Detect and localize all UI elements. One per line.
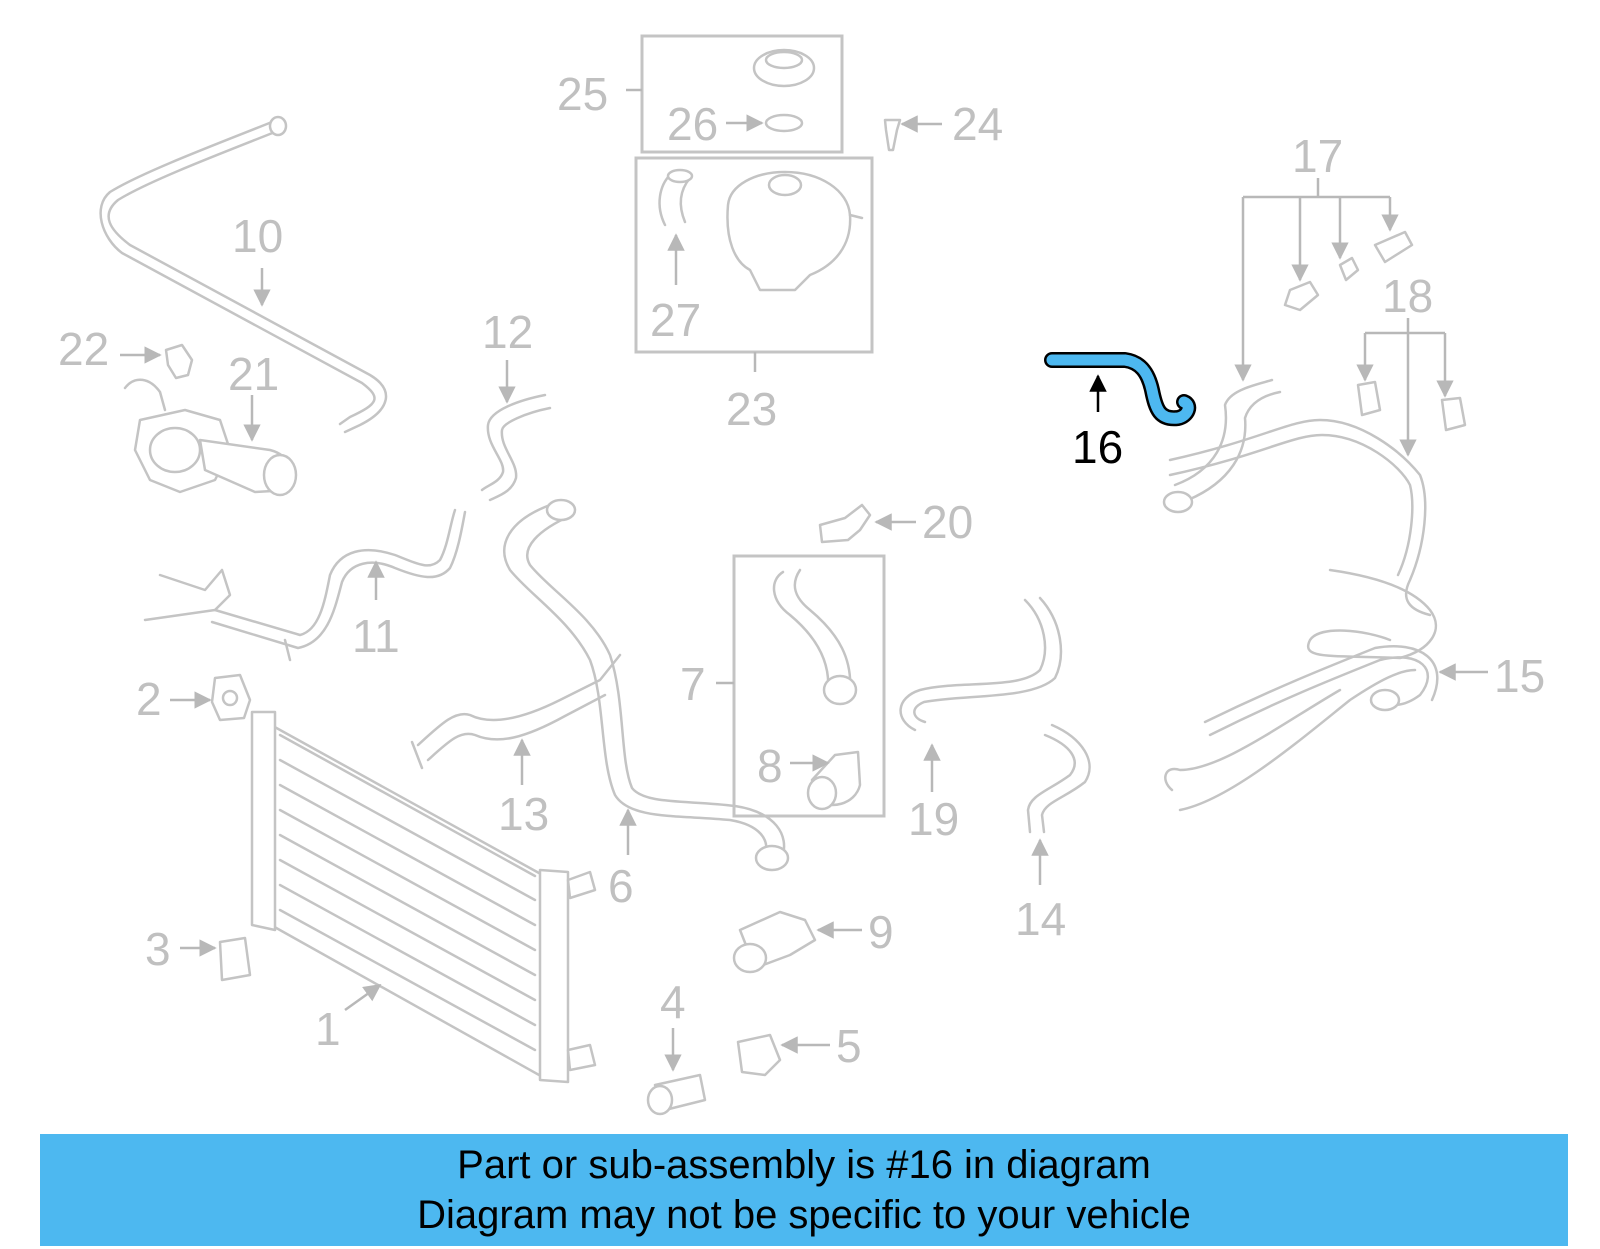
callout-17: 17 (1292, 130, 1343, 182)
callout-13: 13 (498, 788, 549, 840)
callout-11: 11 (352, 610, 400, 662)
callout-14: 14 (1015, 893, 1066, 945)
part-11-pipe[interactable] (143, 508, 467, 662)
box-25 (640, 34, 844, 154)
part-8-elbow[interactable] (806, 750, 862, 811)
part-22-cap[interactable] (164, 343, 194, 380)
part-7-hose[interactable] (772, 568, 858, 706)
part-4-sensor[interactable] (646, 1073, 707, 1116)
part-13-pipe[interactable] (410, 653, 622, 770)
callout-10: 10 (232, 210, 283, 262)
part-18-clips[interactable] (1356, 380, 1467, 432)
part-19-hose[interactable] (899, 596, 1063, 732)
part-20-connector[interactable] (818, 503, 872, 544)
callout-4: 4 (660, 976, 686, 1028)
callout-18: 18 (1382, 270, 1433, 322)
callout-20: 20 (922, 496, 973, 548)
part-24-clip[interactable] (883, 118, 902, 152)
part-9-tee[interactable] (732, 910, 817, 974)
part-27-hose[interactable] (658, 168, 694, 227)
part-25-cap[interactable] (752, 48, 816, 88)
callout-6: 6 (608, 860, 634, 912)
callout-7: 7 (680, 658, 706, 710)
callout-19: 19 (908, 793, 959, 845)
part-15-hose-assembly[interactable] (1162, 378, 1439, 812)
part-21-coolant-flange[interactable] (123, 378, 298, 497)
callout-15: 15 (1494, 650, 1545, 702)
callout-9: 9 (868, 906, 894, 958)
callout-27: 27 (650, 294, 701, 346)
part-17-fittings[interactable] (1283, 230, 1414, 312)
part-5-clip[interactable] (736, 1033, 782, 1077)
callout-25: 25 (557, 68, 608, 120)
callout-22: 22 (58, 323, 109, 375)
part-12-hose[interactable] (480, 393, 552, 502)
callout-24: 24 (952, 98, 1003, 150)
part-16-hose-highlighted[interactable] (1044, 352, 1197, 427)
part-6-hose[interactable] (503, 498, 790, 872)
box-7 (732, 554, 886, 818)
part-3-mount[interactable] (218, 936, 252, 982)
callout-26: 26 (667, 98, 718, 150)
banner-line-2: Diagram may not be specific to your vehi… (417, 1193, 1191, 1237)
callout-12: 12 (482, 306, 533, 358)
leader-1 (344, 983, 382, 1012)
info-banner: Part or sub-assembly is #16 in diagram D… (40, 1134, 1568, 1246)
callout-16: 16 (1072, 421, 1123, 473)
callout-1: 1 (315, 1003, 341, 1055)
callout-21: 21 (228, 348, 279, 400)
callout-2: 2 (136, 673, 162, 725)
part-23-expansion-tank[interactable] (726, 170, 864, 292)
part-14-hose[interactable] (1026, 723, 1091, 834)
part-2-mount[interactable] (210, 673, 252, 722)
part-1-radiator[interactable] (250, 710, 597, 1084)
part-26-seal[interactable] (764, 113, 804, 133)
callout-5: 5 (836, 1020, 862, 1072)
banner-line-1: Part or sub-assembly is #16 in diagram (457, 1143, 1151, 1187)
part-10-pipe[interactable] (99, 115, 388, 434)
callout-8: 8 (757, 740, 783, 792)
callout-23: 23 (726, 383, 777, 435)
callout-3: 3 (145, 923, 171, 975)
